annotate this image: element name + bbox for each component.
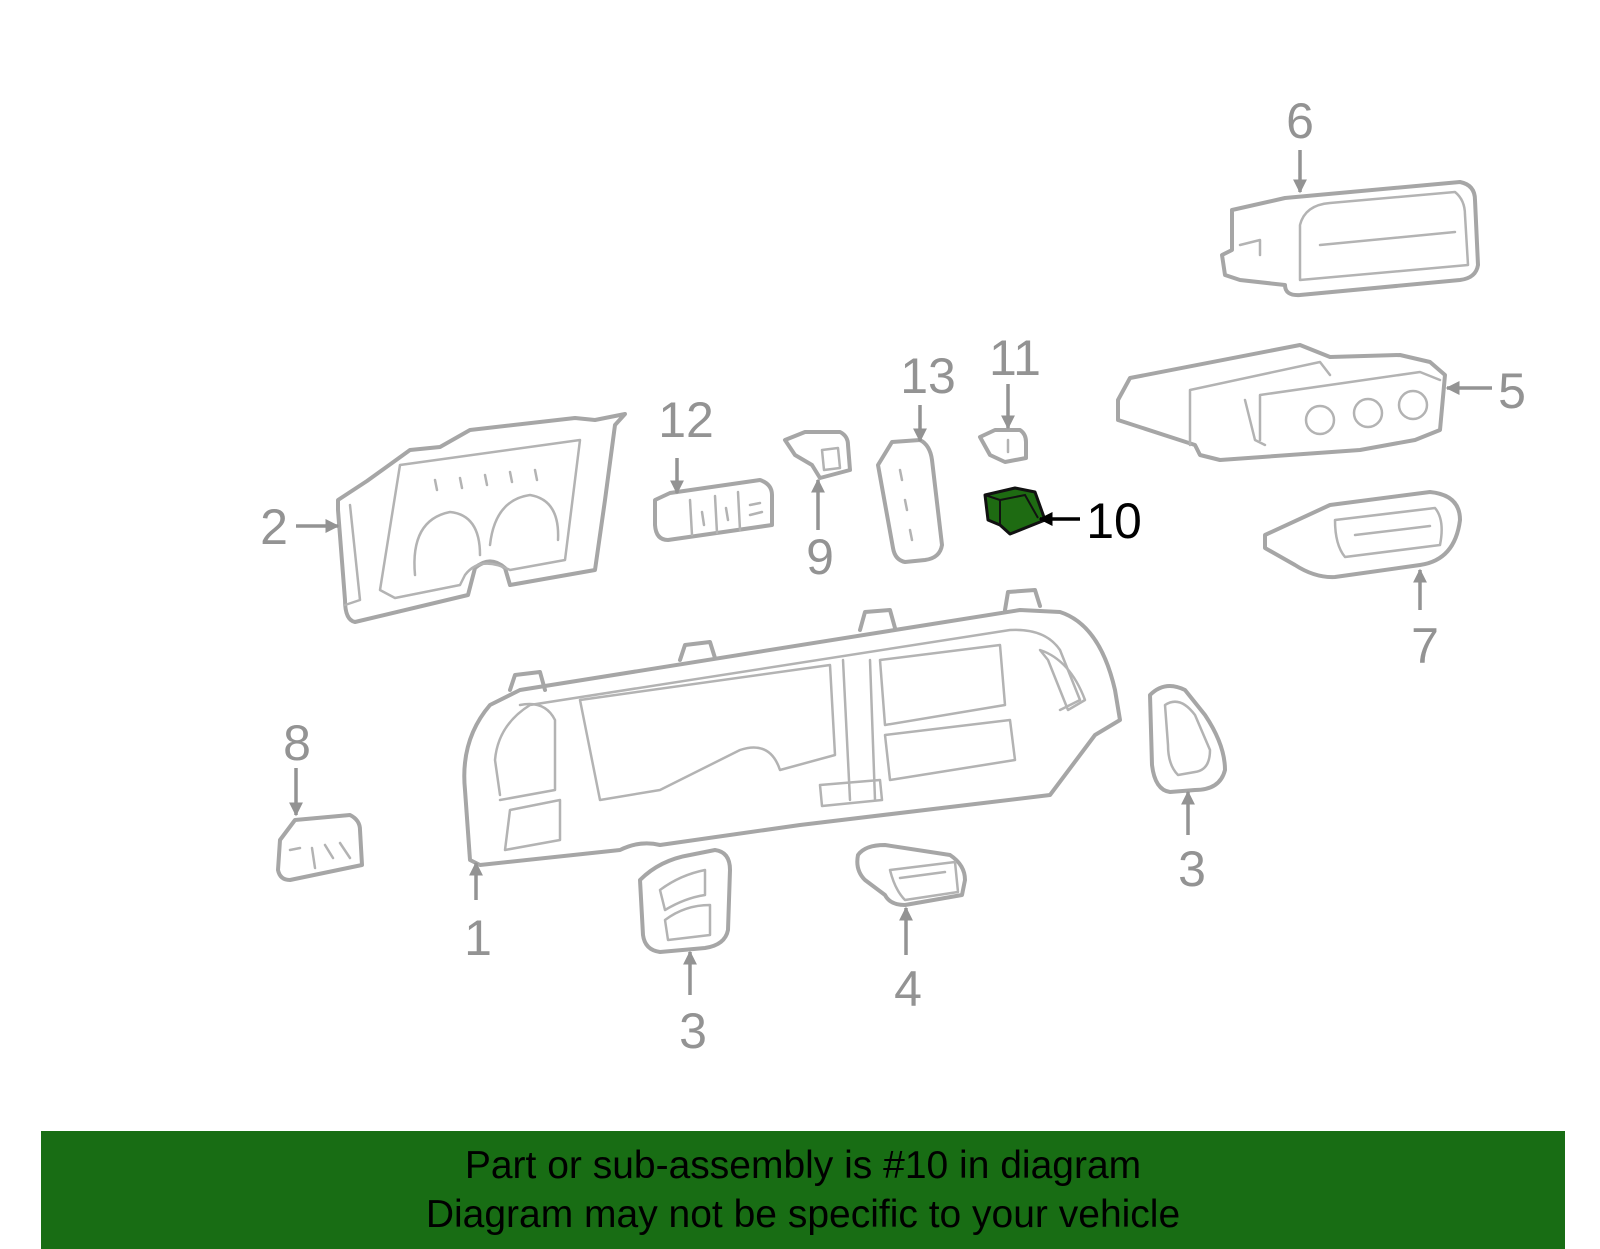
part-1-instrument-panel-carrier [462,588,1122,867]
banner-line-1: Part or sub-assembly is #10 in diagram [464,1144,1142,1187]
part-13-switch-panel [876,438,944,564]
part-4-vent-duct [855,843,967,907]
callout-6: 6 [1286,93,1314,149]
part-3-vent-left [638,848,732,954]
part-2-cluster-bezel [336,412,627,624]
part-7-vent [1263,490,1462,580]
callout-13: 13 [900,348,956,404]
part-5-climate-control [1116,343,1447,462]
callout-4: 4 [894,961,922,1017]
info-banner: Part or sub-assembly is #10 in diagram D… [41,1131,1565,1249]
banner-line-2: Diagram may not be specific to your vehi… [425,1193,1181,1236]
callout-11: 11 [989,330,1041,386]
callout-2: 2 [260,499,288,555]
callout-7: 7 [1411,618,1439,674]
part-9-switch [783,430,852,480]
callout-3-right: 3 [1178,841,1206,897]
callout-3-left: 3 [679,1003,707,1059]
callout-10: 10 [1086,493,1142,549]
part-6-storage-bin [1220,180,1480,298]
part-3-vent-right [1148,684,1227,794]
callout-1: 1 [464,910,492,966]
callout-8: 8 [283,715,311,771]
callout-12: 12 [658,392,714,448]
part-11-switch [978,428,1028,464]
part-8-switch [276,813,364,882]
callouts: 1 2 3 3 4 5 6 7 8 9 10 11 12 13 [260,93,1526,1059]
callout-5: 5 [1498,363,1526,419]
callout-9: 9 [806,529,834,585]
part-10-highlighted-switch [983,486,1047,536]
part-12-switch-bank [653,478,774,542]
leader-arrows [289,150,1492,995]
